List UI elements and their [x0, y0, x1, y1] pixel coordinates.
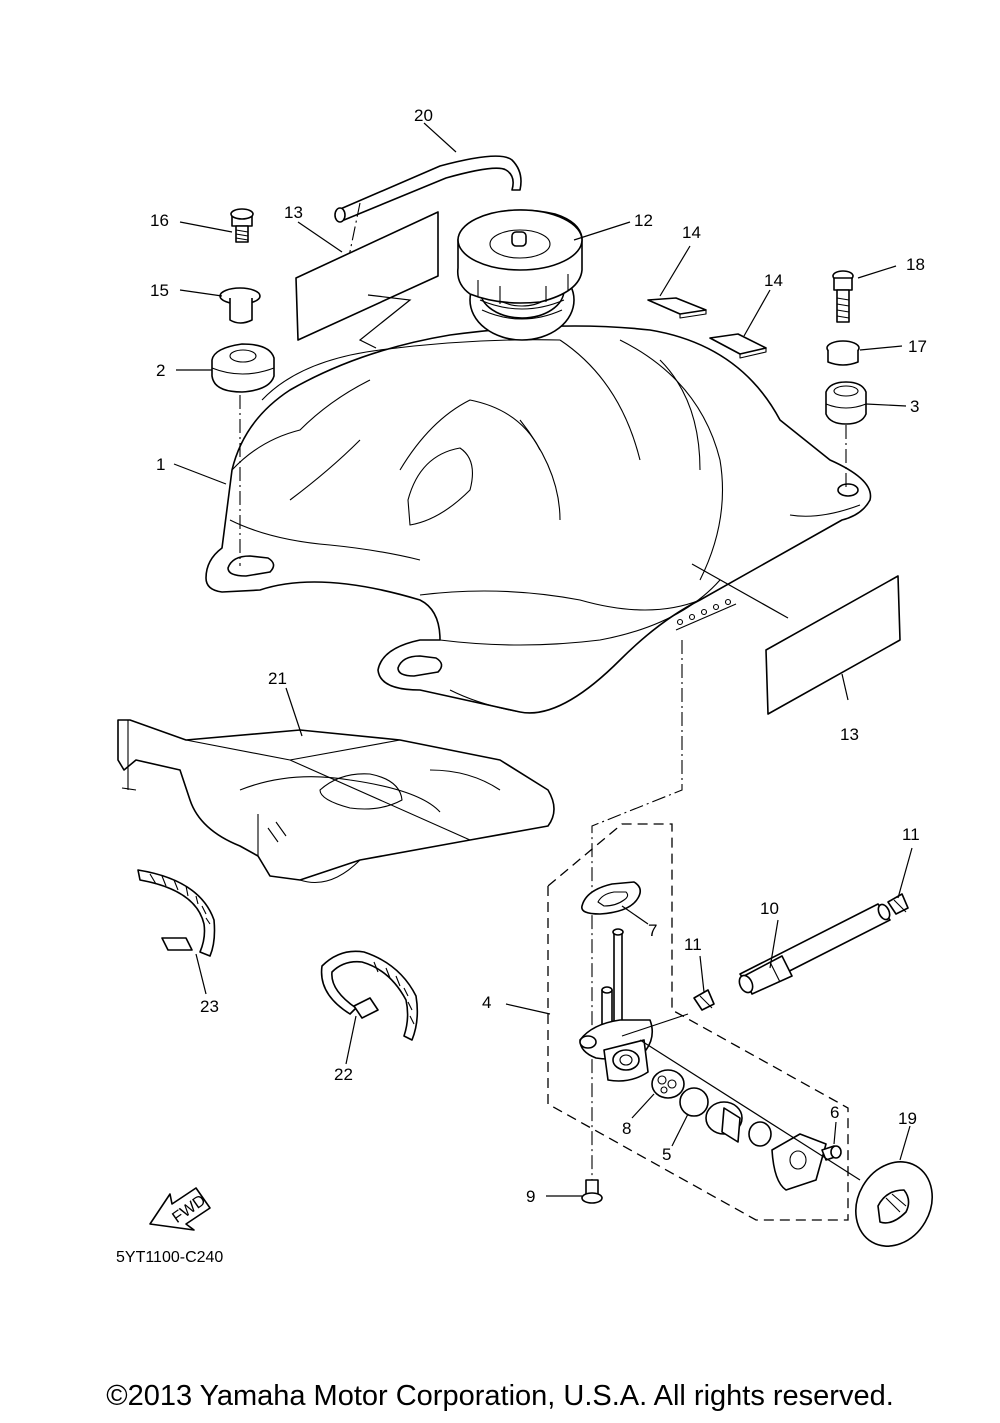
forward-arrow-icon: FWD	[149, 1187, 211, 1231]
lever-seal	[748, 1121, 772, 1147]
callout-4: 4	[482, 993, 491, 1012]
fuel-cock-body	[579, 928, 689, 1082]
collar-right	[826, 340, 860, 366]
tank-under-cover	[117, 719, 555, 884]
fuel-hose	[738, 903, 891, 995]
tank-pad-1	[647, 297, 707, 319]
callout-11-left: 11	[684, 935, 702, 954]
callout-labels: 20 16 15 2 1 13 12 14 14 18 17 3 13 21 2…	[150, 106, 927, 1206]
collar-left	[219, 287, 261, 324]
hose-clip-2	[887, 893, 909, 915]
callout-19: 19	[898, 1109, 917, 1128]
tank-decal-left	[295, 211, 439, 349]
bolt-left	[230, 208, 254, 243]
gasket	[581, 881, 642, 915]
leader-lines	[173, 122, 913, 1197]
callout-10: 10	[760, 899, 779, 918]
callout-5: 5	[662, 1145, 671, 1164]
fuel-tank-cap	[456, 209, 583, 304]
strap-band-1	[137, 869, 216, 957]
callout-12: 12	[634, 211, 653, 230]
callout-7: 7	[648, 921, 657, 940]
drain-screw	[581, 1179, 603, 1204]
callout-14-left: 14	[682, 223, 701, 242]
callout-13-bottom: 13	[840, 725, 859, 744]
callout-16: 16	[150, 211, 169, 230]
callout-21: 21	[268, 669, 287, 688]
callout-9: 9	[526, 1187, 535, 1206]
tank-pad-2	[709, 333, 767, 359]
damper-left	[211, 343, 275, 393]
callout-18: 18	[906, 255, 925, 274]
callout-6: 6	[830, 1103, 839, 1122]
callout-13-top: 13	[284, 203, 303, 222]
hose-clip-1	[693, 989, 715, 1011]
fuel-cock-lever	[705, 1101, 743, 1143]
callout-22: 22	[334, 1065, 353, 1084]
bolt-right	[832, 270, 854, 323]
strainer	[651, 1069, 685, 1099]
o-ring	[679, 1087, 709, 1117]
copyright-notice: ©2013 Yamaha Motor Corporation, U.S.A. A…	[106, 1380, 894, 1412]
callout-14-right: 14	[764, 271, 783, 290]
callout-23: 23	[200, 997, 219, 1016]
fuel-cock-knob	[855, 1161, 933, 1247]
damper-right	[825, 381, 867, 425]
callout-15: 15	[150, 281, 169, 300]
fuel-cock-plate	[771, 1133, 827, 1191]
callout-1: 1	[156, 455, 165, 474]
callout-17: 17	[908, 337, 927, 356]
callout-3: 3	[910, 397, 919, 416]
part-code: 5YT1100-C240	[116, 1249, 223, 1266]
strap-band-2	[320, 950, 419, 1041]
callout-8: 8	[622, 1119, 631, 1138]
callout-2: 2	[156, 361, 165, 380]
callout-20: 20	[414, 106, 433, 125]
fuel-cock-assembly-outline	[547, 823, 849, 1221]
tank-decal-right	[691, 563, 901, 715]
callout-11-right: 11	[902, 825, 920, 844]
plate-screw	[821, 1145, 842, 1161]
